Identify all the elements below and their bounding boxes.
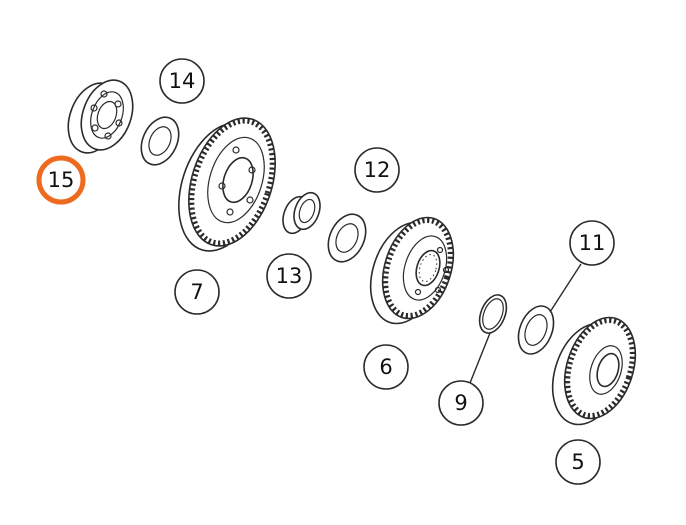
callout-label: 7: [190, 280, 203, 304]
callout-label: 5: [571, 450, 584, 474]
callout-label: 14: [169, 69, 196, 93]
callout-label: 12: [364, 158, 391, 182]
callout-14: 14: [159, 58, 205, 104]
callout-label: 11: [579, 231, 606, 255]
callout-15: 15: [36, 155, 86, 205]
washer-part-11: [517, 305, 555, 355]
callout-13: 13: [266, 253, 312, 299]
needle-bearing-part-13: [282, 191, 321, 235]
middle-gear-part-6: [369, 216, 455, 325]
large-gear-part-7: [178, 117, 276, 252]
circlip-part-9: [478, 294, 508, 334]
callout-9: 9: [438, 380, 484, 426]
callout-label: 13: [276, 264, 303, 288]
leader-line-9: [469, 332, 491, 384]
callout-label: 9: [454, 391, 467, 415]
leader-line-11: [549, 263, 582, 313]
callout-5: 5: [555, 439, 601, 485]
callout-12: 12: [354, 147, 400, 193]
small-gear-part-5: [551, 316, 637, 426]
callout-6: 6: [363, 344, 409, 390]
bearing-part: [67, 79, 134, 154]
callout-label: 6: [379, 355, 392, 379]
callout-7: 7: [174, 269, 220, 315]
washer-part-12: [327, 213, 367, 263]
washer-part-14: [140, 116, 180, 166]
callout-11: 11: [569, 220, 615, 266]
callout-label: 15: [48, 168, 75, 192]
